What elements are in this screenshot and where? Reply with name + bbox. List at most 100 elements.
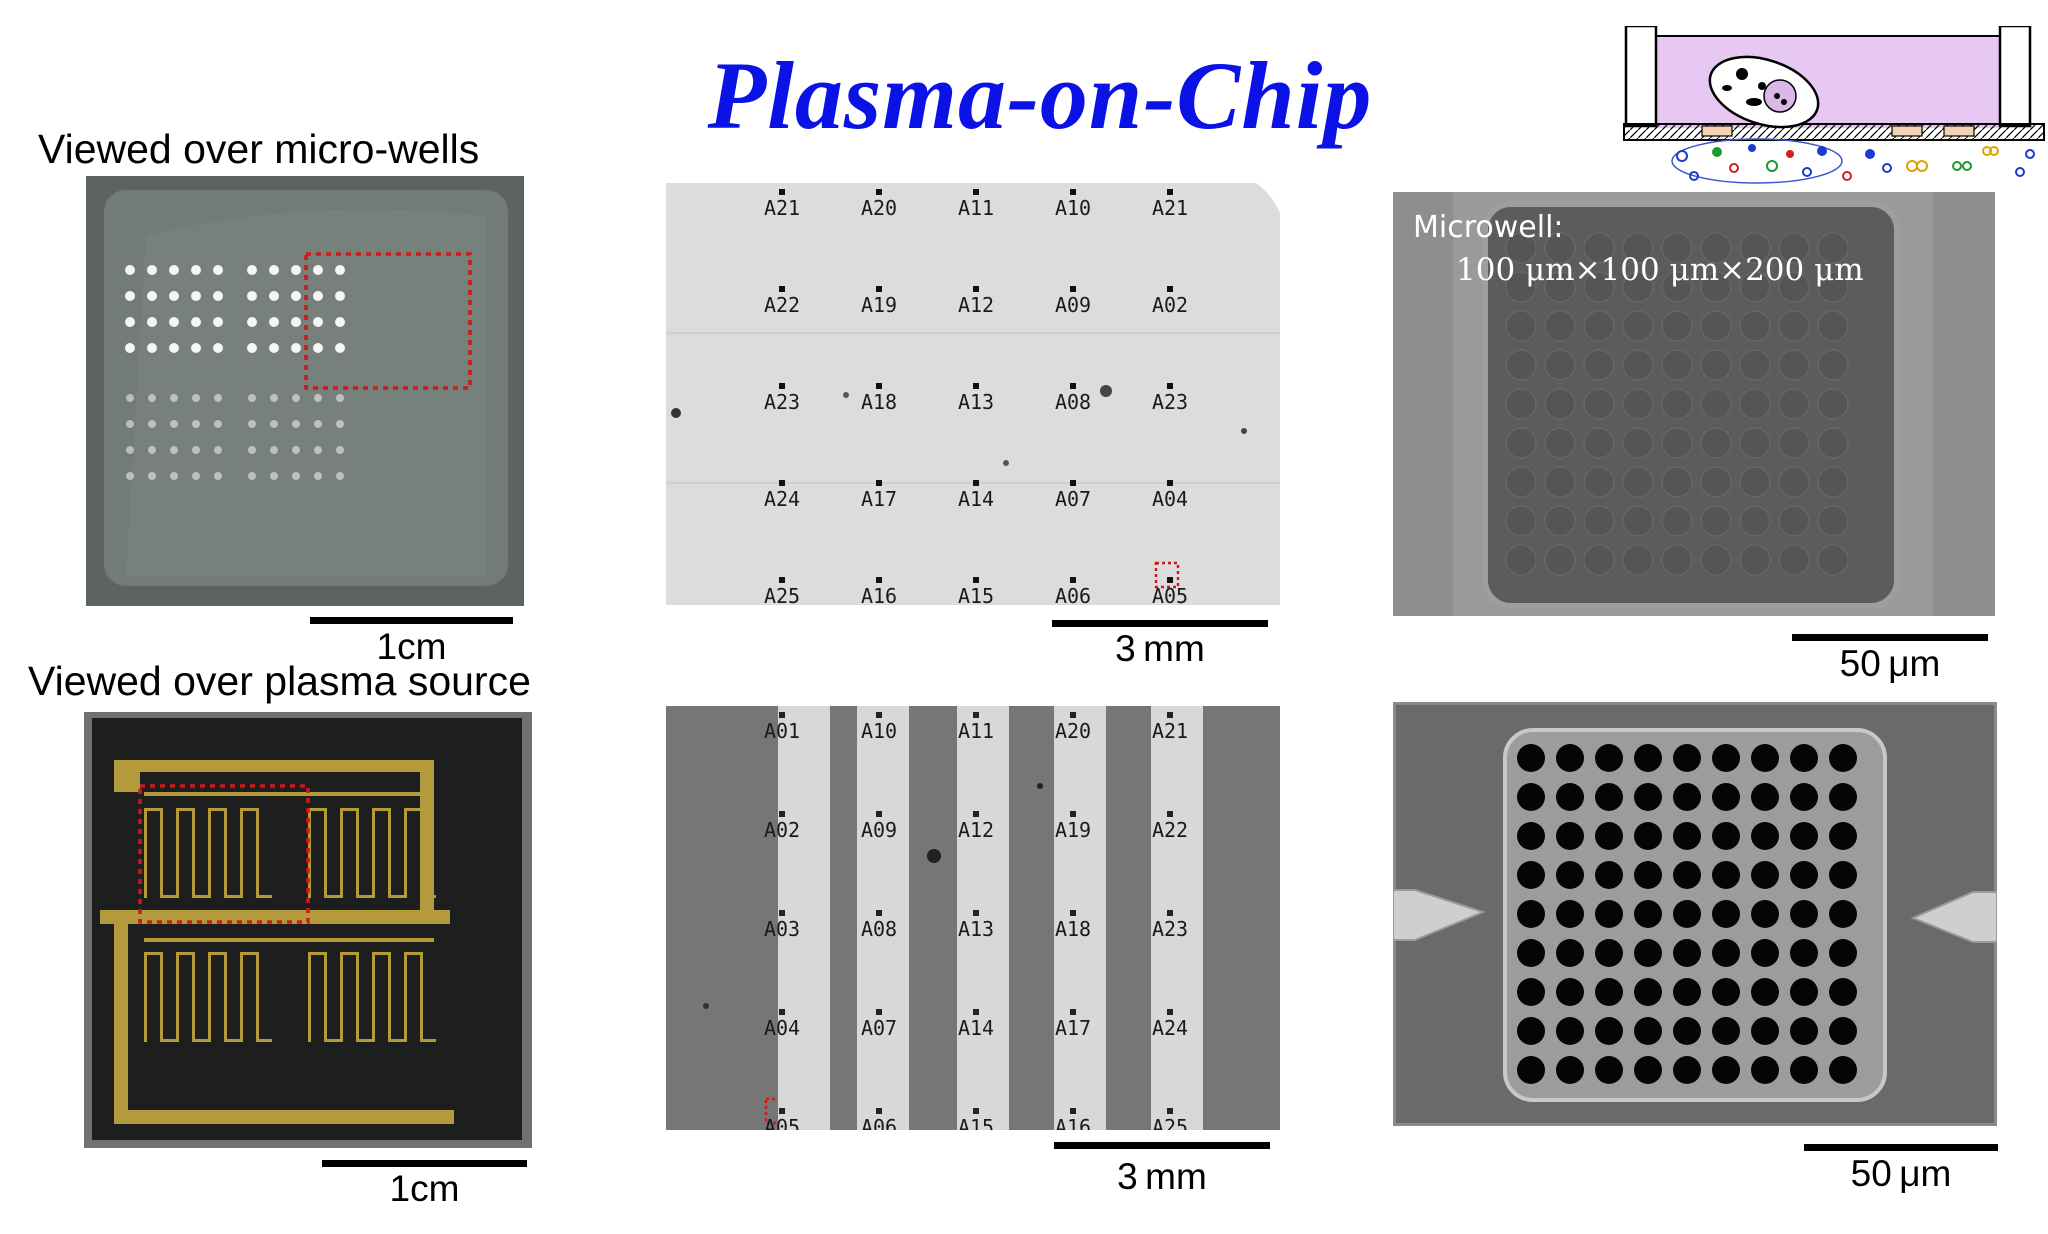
microwell: [1622, 310, 1654, 342]
microwell: [1751, 744, 1779, 772]
microwell: [1700, 505, 1732, 537]
electrode-trace: [340, 952, 356, 955]
microwell: [1595, 861, 1623, 889]
microwell: [1661, 271, 1693, 303]
well-label: A06: [861, 1115, 897, 1130]
alignment-mark: [779, 480, 785, 486]
alignment-mark: [973, 712, 979, 718]
well-dot: [247, 291, 257, 301]
electrode-trace: [388, 808, 391, 898]
alignment-mark: [876, 189, 882, 195]
microwell: [1790, 939, 1818, 967]
electrode-trace: [256, 952, 259, 1042]
well-label: A20: [1055, 719, 1091, 743]
microwell: [1634, 900, 1662, 928]
electrode-trace: [256, 895, 272, 898]
highlight-box: [138, 784, 310, 924]
electrode-trace: [176, 808, 179, 898]
well-label: A19: [1055, 818, 1091, 842]
scale-bar-line: [310, 617, 513, 624]
well-label: A19: [861, 293, 897, 317]
microwell: [1622, 232, 1654, 264]
well-label: A21: [764, 196, 800, 220]
alignment-mark: [876, 910, 882, 916]
well-dot: [125, 317, 135, 327]
electrode-trace: [192, 1039, 208, 1042]
alignment-mark: [973, 286, 979, 292]
alignment-mark: [1070, 577, 1076, 583]
well-dot: [126, 420, 134, 428]
microwell: [1829, 744, 1857, 772]
sem-image-microwell-array-bottom: [1393, 702, 1997, 1126]
alignment-mark: [779, 1009, 785, 1015]
microwell: [1505, 271, 1537, 303]
well-dot: [147, 291, 157, 301]
well-dot: [213, 343, 223, 353]
microwell: [1790, 1056, 1818, 1084]
microwell: [1556, 1056, 1584, 1084]
alignment-mark: [779, 811, 785, 817]
well-label: A23: [1152, 917, 1188, 941]
microwell: [1544, 388, 1576, 420]
electrode-trace: [240, 808, 256, 811]
electrode-trace: [192, 952, 195, 1042]
microwell: [1712, 900, 1740, 928]
microwell: [1751, 1056, 1779, 1084]
microwell: [1583, 466, 1615, 498]
microwell: [1583, 388, 1615, 420]
microwell: [1778, 310, 1810, 342]
well-dot: [147, 265, 157, 275]
alignment-mark: [1070, 189, 1076, 195]
microwell: [1517, 861, 1545, 889]
well-dot: [191, 343, 201, 353]
microwell: [1517, 900, 1545, 928]
alignment-mark: [1070, 286, 1076, 292]
microwell: [1778, 271, 1810, 303]
well-label: A07: [1055, 487, 1091, 511]
well-dot: [314, 472, 322, 480]
scale-bar-label: 1cm: [389, 1168, 460, 1209]
alignment-mark: [1167, 286, 1173, 292]
alignment-mark: [1070, 910, 1076, 916]
microwell: [1544, 544, 1576, 576]
well-label: A16: [1055, 1115, 1091, 1130]
well-dot: [170, 394, 178, 402]
strip: [857, 706, 909, 1130]
microwell: [1829, 822, 1857, 850]
microwell: [1712, 978, 1740, 1006]
microwell: [1622, 466, 1654, 498]
scale-bar-label: 3 mm: [1115, 628, 1205, 669]
well-dot: [248, 420, 256, 428]
well-dot: [313, 265, 323, 275]
alignment-mark: [1070, 480, 1076, 486]
electrode-trace: [144, 808, 160, 811]
microwell: [1700, 388, 1732, 420]
well-label: A18: [861, 390, 897, 414]
highlight-box: [304, 252, 472, 390]
electrode-trace: [144, 952, 147, 1042]
well-dot: [335, 265, 345, 275]
electrode-trace: [420, 1039, 436, 1042]
scale-bar-line: [1792, 634, 1988, 641]
well-label: A04: [764, 1016, 800, 1040]
alignment-mark: [973, 910, 979, 916]
microwell: [1517, 978, 1545, 1006]
microwell: [1556, 861, 1584, 889]
well-label: A12: [958, 293, 994, 317]
microwell: [1778, 232, 1810, 264]
well-label: A25: [764, 584, 800, 605]
electrode-trace: [340, 808, 356, 811]
alignment-mark: [1167, 811, 1173, 817]
well-dot: [270, 472, 278, 480]
electrode-trace: [356, 1039, 372, 1042]
electrode-trace: [340, 952, 343, 1042]
alignment-mark: [779, 286, 785, 292]
scale-bar-label: 3 mm: [1117, 1156, 1207, 1197]
microwell: [1634, 822, 1662, 850]
microwell: [1778, 466, 1810, 498]
microwell: [1739, 232, 1771, 264]
well-dot: [148, 394, 156, 402]
microwell: [1556, 900, 1584, 928]
well-label: A11: [958, 719, 994, 743]
well-label: A13: [958, 917, 994, 941]
